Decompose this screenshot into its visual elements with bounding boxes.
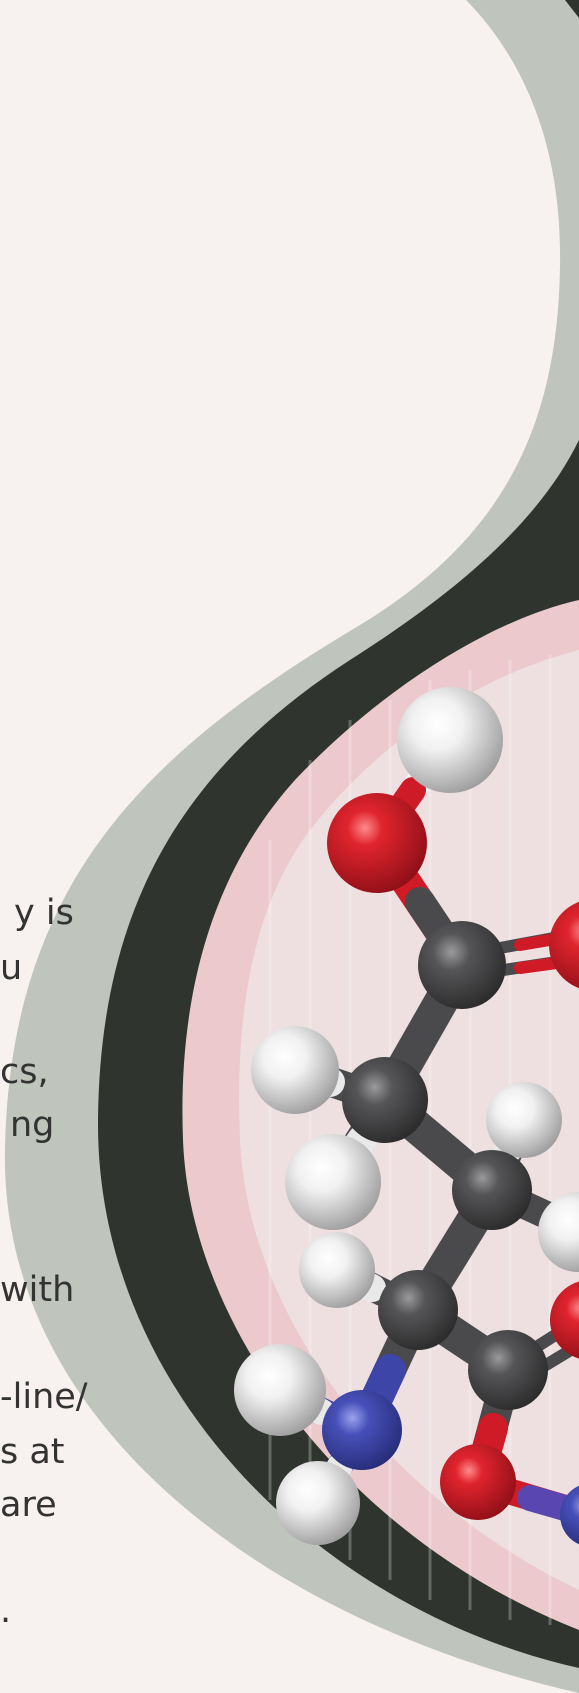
atoms bbox=[234, 687, 579, 1545]
text-fragment: with bbox=[0, 1270, 75, 1310]
atom-c bbox=[468, 1330, 548, 1410]
atom-c bbox=[452, 1150, 532, 1230]
atom-c bbox=[378, 1270, 458, 1350]
atom-c bbox=[342, 1057, 428, 1143]
atom-o bbox=[550, 1281, 579, 1359]
atom-o bbox=[549, 901, 579, 989]
atom-n bbox=[322, 1390, 402, 1470]
atom-n bbox=[560, 1485, 579, 1545]
atom-o bbox=[440, 1444, 516, 1520]
atom-h bbox=[251, 1026, 339, 1114]
text-fragment: ng bbox=[10, 1105, 55, 1145]
text-fragment: . bbox=[0, 1591, 12, 1631]
atom-h bbox=[285, 1134, 381, 1230]
text-fragment: y is bbox=[14, 893, 74, 933]
atom-h bbox=[276, 1461, 360, 1545]
text-fragment: cs, bbox=[0, 1052, 49, 1092]
text-fragment: are bbox=[0, 1485, 57, 1525]
atom-h bbox=[486, 1082, 562, 1158]
text-fragment: -line/ bbox=[0, 1377, 88, 1417]
text-fragment: u bbox=[0, 948, 23, 988]
atom-h bbox=[397, 687, 503, 793]
atom-o bbox=[327, 793, 427, 893]
atom-h bbox=[234, 1344, 326, 1436]
atom-h bbox=[299, 1232, 375, 1308]
atom-h bbox=[538, 1192, 579, 1272]
atom-c bbox=[418, 921, 506, 1009]
text-fragment: s at bbox=[0, 1432, 65, 1472]
